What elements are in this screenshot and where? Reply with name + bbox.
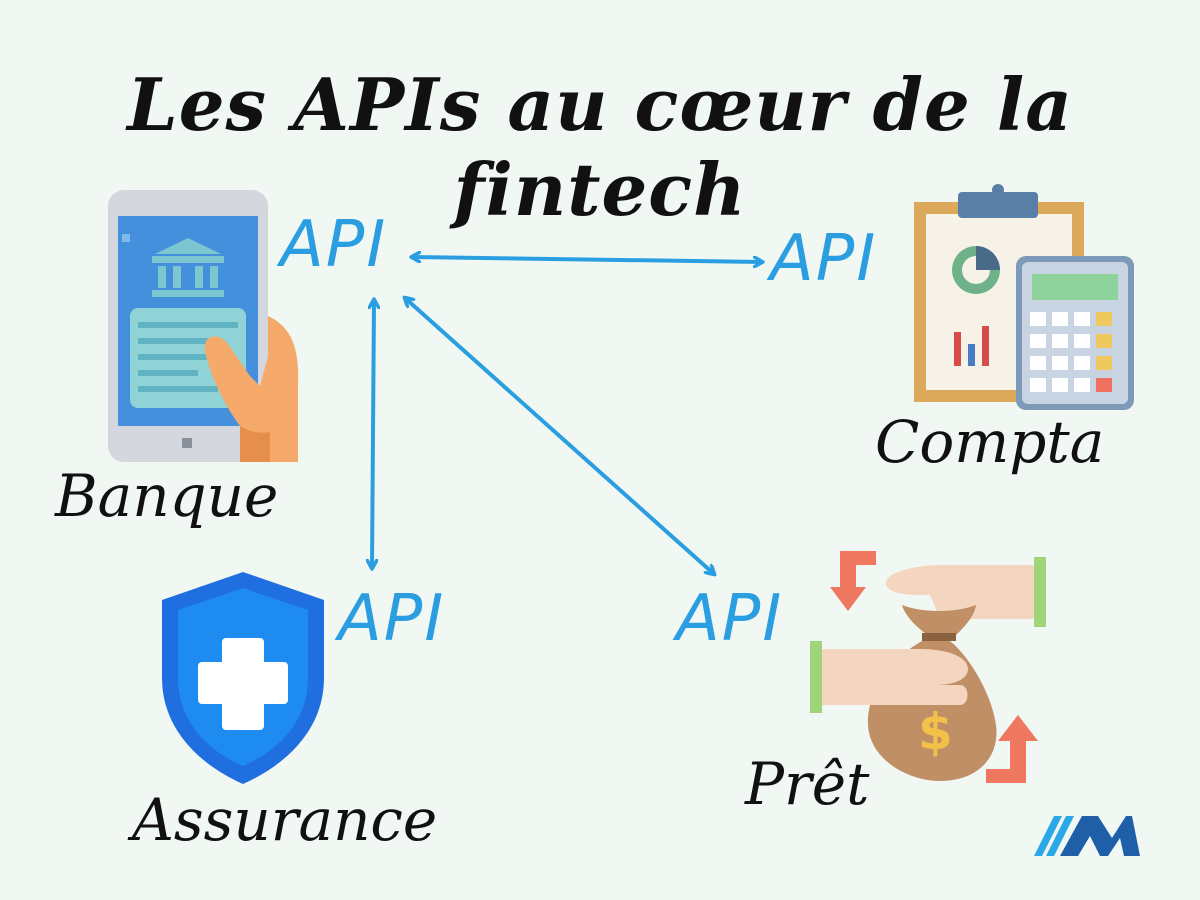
api-label-pret: API (676, 582, 784, 656)
money-bag-hands-icon: $ (810, 551, 1046, 783)
brand-logo-icon (1034, 816, 1140, 856)
node-label-assurance: Assurance (132, 786, 438, 854)
bank-app-phone-icon (108, 190, 299, 462)
api-label-compta: API (770, 222, 878, 296)
node-label-pret: Prêt (745, 750, 870, 818)
page-title: Les APIs au cœur de la fintech (127, 62, 1073, 232)
shield-cross-icon (162, 572, 324, 784)
arrow-banque-compta (412, 257, 762, 262)
arrow-banque-assurance (372, 300, 374, 568)
clipboard-calculator-icon (914, 184, 1134, 410)
node-label-banque: Banque (55, 462, 279, 530)
svg-text:$: $ (918, 703, 953, 761)
node-label-compta: Compta (875, 408, 1105, 476)
api-label-banque: API (280, 208, 388, 282)
api-label-assurance: API (338, 582, 446, 656)
arrow-banque-pret (405, 298, 714, 574)
